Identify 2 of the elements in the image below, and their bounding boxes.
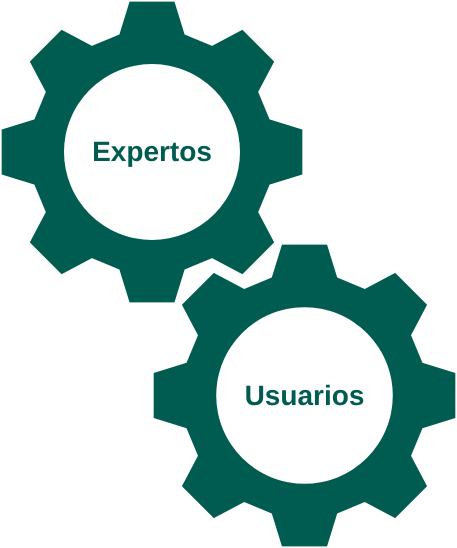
gear-label: Usuarios [244, 380, 364, 410]
gear-label: Expertos [92, 137, 212, 167]
